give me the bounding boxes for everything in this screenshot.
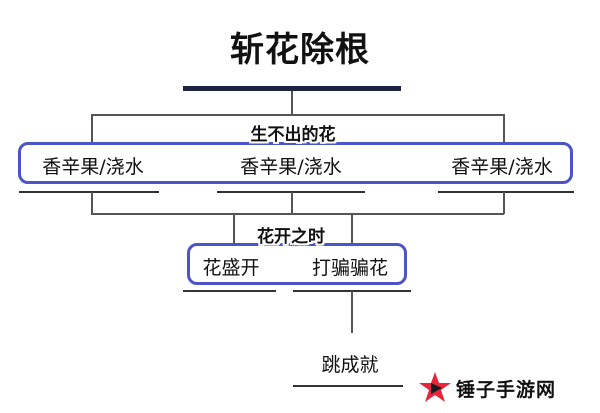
title-bar	[183, 86, 401, 91]
connector-line	[91, 213, 504, 215]
node-underline	[217, 191, 365, 193]
connector-line	[351, 213, 353, 245]
node-underline	[183, 290, 276, 292]
connector-line	[291, 192, 293, 214]
watermark-text: 锤子手游网	[456, 379, 557, 401]
connector-line	[291, 91, 293, 115]
node-underline	[438, 191, 574, 193]
group-box-blooming-time	[187, 243, 407, 285]
connector-line	[91, 114, 504, 116]
connector-line	[233, 213, 235, 245]
node-fruit-water-2: 香辛果/浇水	[240, 156, 342, 178]
connector-line	[91, 192, 93, 214]
group-box-not-blooming	[18, 142, 573, 184]
node-underline	[293, 290, 411, 292]
connector-line	[503, 192, 505, 214]
connector-line	[91, 114, 93, 144]
node-underline	[293, 385, 403, 387]
play-star-logo-icon	[419, 372, 451, 402]
node-flower-bloom: 花盛开	[202, 257, 260, 279]
group-label-blooming-time: 花开之时	[257, 227, 325, 247]
node-underline	[19, 191, 159, 193]
group-label-not-blooming: 生不出的花	[250, 125, 336, 145]
node-jump-achievement: 跳成就	[321, 354, 379, 376]
connector-line	[503, 114, 505, 144]
node-fruit-water-3: 香辛果/浇水	[451, 156, 553, 178]
node-trick-flower: 打骗骗花	[311, 257, 388, 279]
node-fruit-water-1: 香辛果/浇水	[42, 156, 144, 178]
diagram-title: 斩花除根	[230, 30, 370, 70]
watermark: 锤子手游网	[418, 370, 598, 406]
connector-line	[351, 291, 353, 333]
